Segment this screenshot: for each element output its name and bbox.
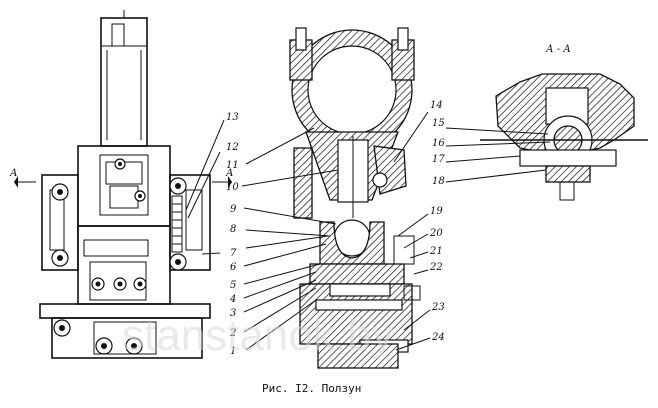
callout-23: 23 — [431, 302, 445, 313]
callout-5: 5 — [230, 280, 236, 291]
section-label: А - А — [545, 44, 571, 55]
figure-caption: Рис. I2. Ползун — [262, 382, 361, 395]
callout-8: 8 — [230, 224, 236, 235]
callout-17: 17 — [432, 154, 445, 165]
callout-20: 20 — [429, 228, 443, 239]
callout-9: 9 — [230, 204, 237, 215]
callout-13: 13 — [226, 112, 239, 123]
callout-16: 16 — [432, 138, 445, 149]
callout-6: 6 — [230, 262, 237, 273]
callout-22: 22 — [429, 262, 443, 273]
callout-11: 11 — [226, 160, 239, 171]
callout-2: 2 — [229, 328, 236, 339]
leader-lines — [241, 111, 551, 351]
callout-15: 15 — [432, 118, 445, 129]
callout-21: 21 — [429, 246, 443, 257]
section-view — [289, 27, 421, 369]
section-mark-right: А — [225, 168, 234, 179]
callout-10: 10 — [226, 182, 239, 193]
bolt-heads — [51, 158, 187, 355]
callout-24: 24 — [431, 332, 445, 343]
callout-7: 7 — [230, 248, 237, 259]
watermark: stanstanok.by — [122, 311, 394, 360]
callout-19: 19 — [430, 206, 443, 217]
front-view: А А — [9, 10, 234, 359]
callout-14: 14 — [430, 100, 443, 111]
callout-3: 3 — [230, 308, 236, 319]
callout-18: 18 — [432, 176, 445, 187]
section-mark-left: А — [9, 168, 18, 179]
callout-4: 4 — [229, 294, 236, 305]
callout-numbers: 1 2 3 4 5 6 7 8 9 10 11 12 13 14 15 16 1… — [226, 100, 445, 357]
callout-12: 12 — [226, 142, 239, 153]
callout-1: 1 — [230, 346, 236, 357]
section-a-a-view: А - А — [480, 44, 648, 201]
